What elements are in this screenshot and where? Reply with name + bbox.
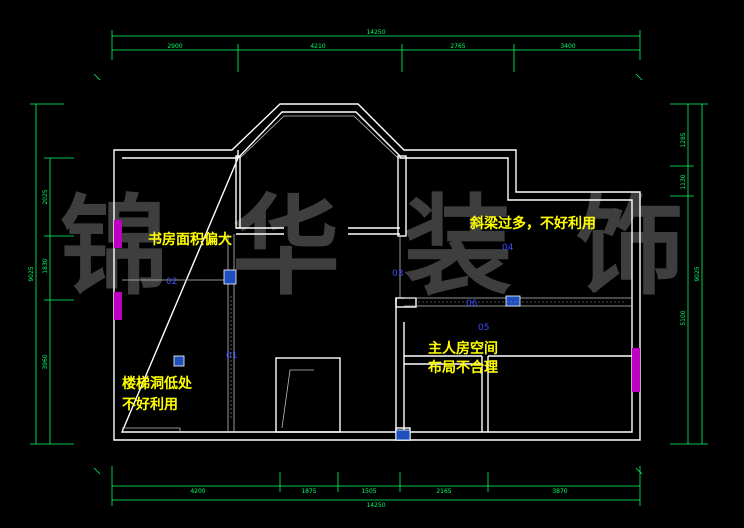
top-total-dimension: 14250 [366,29,385,36]
columns [173,269,521,441]
tag-06: 06 [466,299,478,309]
window-left-upper [114,220,122,248]
note-beam: 斜梁过多，不好利用 [469,215,596,232]
note-master-line2: 布局不合理 [428,359,498,376]
column-study [223,269,237,285]
left-total-dimension: 9025 [28,266,35,281]
watermark-char-3: 装 [404,184,512,310]
bottom-segment-4: 2165 [436,488,451,495]
column-stair [173,355,185,367]
walls [113,103,641,441]
windows [114,220,640,392]
left-segment-3: 3960 [42,354,49,369]
top-segment-4: 3400 [560,43,575,50]
right-segment-1: 1285 [680,132,687,147]
top-dimension-chain: 14250 2900 4210 2765 3400 [111,29,641,72]
note-stair-line2: 不好利用 [122,396,178,413]
tag-03: 03 [392,269,403,279]
tag-05: 05 [478,323,489,333]
window-left-lower [114,292,122,320]
beam-tags: 02 03 04 05 06 01 [166,243,514,361]
right-segment-3: 5100 [680,310,687,325]
bottom-segment-5: 3870 [552,488,567,495]
note-master-line1: 主人房空间 [428,340,498,357]
left-dimension-chain: 9025 2025 1830 3960 [28,103,74,445]
bottom-segment-1: 4200 [190,488,205,495]
window-right [632,348,640,392]
top-segment-1: 2900 [167,43,182,50]
corner-ticks [93,73,643,475]
tag-02: 02 [166,277,177,287]
right-dimension-chain: 9025 1285 1130 5100 [670,103,708,445]
column-beam [505,295,521,307]
bottom-segment-3: 1505 [361,488,376,495]
note-stair-line1: 楼梯洞低处 [122,375,193,392]
left-segment-1: 2025 [42,189,49,204]
right-segment-2: 1130 [680,174,687,189]
top-segment-2: 4210 [310,43,325,50]
note-study: 书房面积偏大 [148,231,232,248]
top-segment-3: 2765 [450,43,465,50]
left-segment-2: 1830 [42,258,49,273]
right-total-dimension: 9025 [694,266,701,281]
tag-04: 04 [502,243,514,253]
watermark-char-2: 华 [232,184,340,310]
annotations: 书房面积偏大 斜梁过多，不好利用 主人房空间 布局不合理 楼梯洞低处 不好利用 [122,215,596,413]
column-bottom [395,429,411,441]
tag-01: 01 [226,351,237,361]
beam-guides [130,279,626,420]
bottom-segment-2: 1875 [301,488,316,495]
bottom-total-dimension: 14250 [366,502,385,509]
watermark-char-4: 饰 [576,184,684,310]
bottom-dimension-chain: 4200 1875 1505 2165 3870 14250 [111,466,641,509]
